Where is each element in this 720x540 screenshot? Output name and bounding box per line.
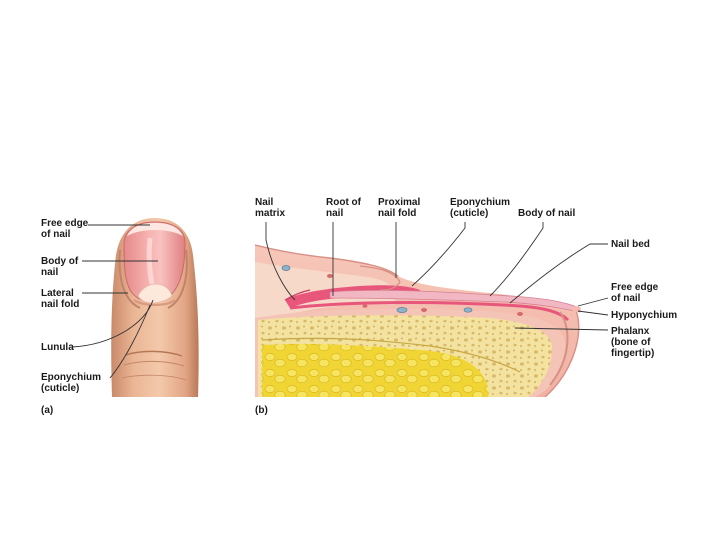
label-b-free-edge: Free edge of nail <box>611 282 659 304</box>
label-b-root-of-nail: Root of nail <box>326 197 361 219</box>
label-b-body-of-nail: Body of nail <box>518 208 576 219</box>
panel-b-tag: (b) <box>255 405 268 416</box>
label-b-hyponychium: Hyponychium <box>611 310 678 321</box>
label-b-nail-bed: Nail bed <box>611 239 650 250</box>
fingertip-illustration <box>111 218 199 397</box>
label-a-lunula: Lunula <box>41 342 74 353</box>
label-a-lateral-nail-fold: Lateral nail fold <box>41 288 80 310</box>
panel-a-tag: (a) <box>41 405 54 416</box>
label-a-eponychium: Eponychium (cuticle) <box>41 372 102 394</box>
label-b-eponychium: Eponychium (cuticle) <box>450 197 511 219</box>
label-b-nail-matrix: Nail matrix <box>255 197 286 219</box>
label-b-proximal-nail-fold: Proximal nail fold <box>378 197 421 219</box>
leader-lines <box>71 222 609 379</box>
nail-section-illustration <box>255 222 585 397</box>
label-a-body-of-nail: Body of nail <box>41 256 79 278</box>
label-a-free-edge: Free edge of nail <box>41 218 89 240</box>
label-b-phalanx: Phalanx (bone of fingertip) <box>611 326 655 359</box>
